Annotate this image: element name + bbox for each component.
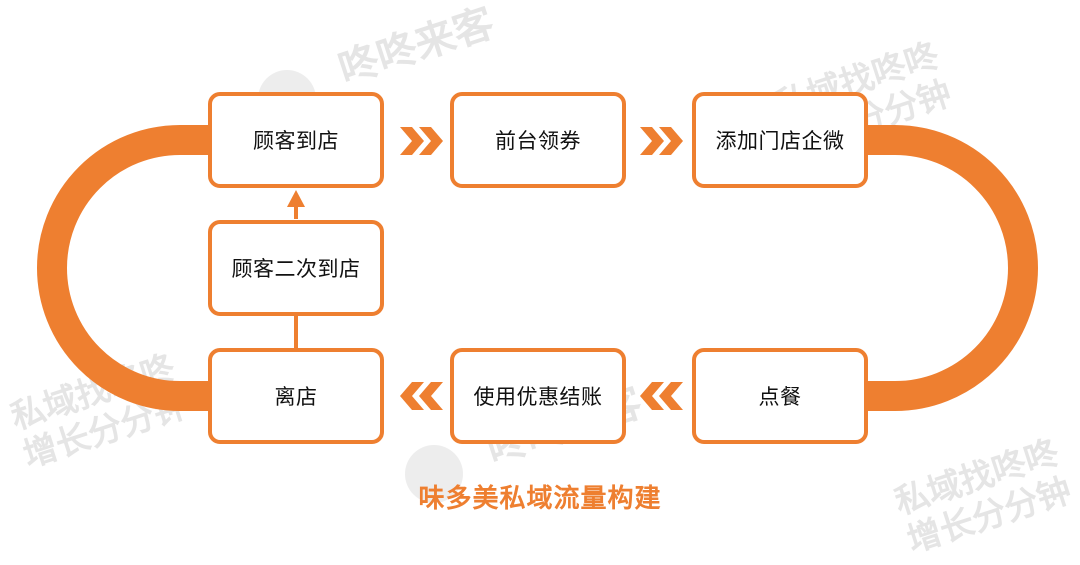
left-loop-arc (37, 125, 212, 411)
step-box-leave: 离店 (208, 348, 384, 444)
chevron-arrow-left-icon (640, 382, 683, 410)
diagram-caption: 味多美私域流量构建 (418, 484, 662, 514)
chevron-arrow-left-icon (400, 382, 443, 410)
chevron-arrow-right-icon (400, 127, 443, 155)
step-box-arrive: 顾客到店 (208, 92, 384, 188)
step-box-coupon: 前台领券 (450, 92, 626, 188)
step-label-arrive: 顾客到店 (253, 129, 339, 153)
chevron-arrow-right-icon (640, 127, 683, 155)
step-box-add-wechat: 添加门店企微 (692, 92, 868, 188)
step-label-coupon: 前台领券 (495, 129, 581, 153)
step-label-revisit: 顾客二次到店 (231, 257, 361, 281)
step-label-add-wechat: 添加门店企微 (715, 129, 845, 153)
watermark-logo-icon (405, 445, 463, 503)
step-label-leave: 离店 (274, 385, 318, 409)
step-box-order: 点餐 (692, 348, 868, 444)
step-box-checkout: 使用优惠结账 (450, 348, 626, 444)
right-loop-arc (864, 125, 1038, 411)
step-label-checkout: 使用优惠结账 (473, 385, 603, 409)
arrow-up-icon (287, 190, 305, 207)
step-box-revisit: 顾客二次到店 (208, 220, 384, 316)
step-label-order: 点餐 (758, 385, 802, 409)
